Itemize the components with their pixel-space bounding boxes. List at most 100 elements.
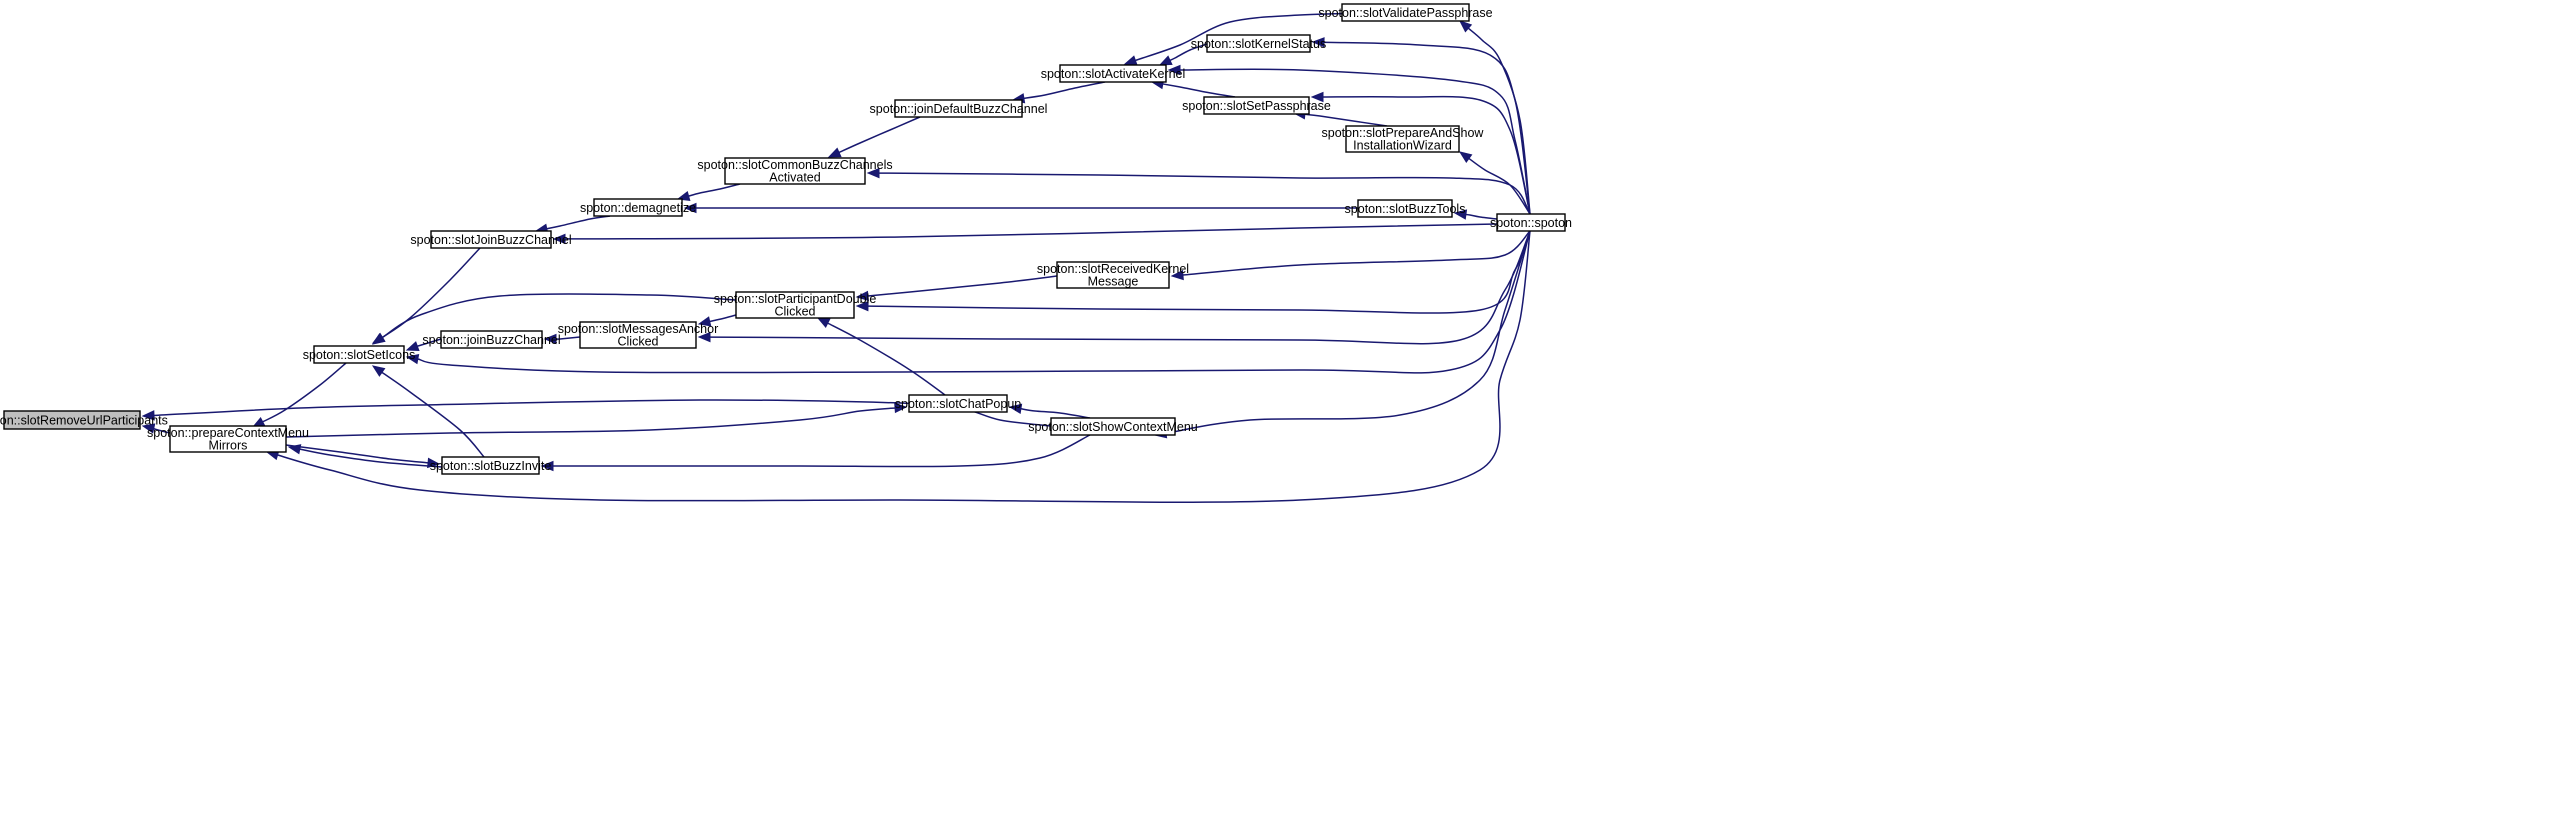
edge-spoton-to-prepareCtx [265, 230, 1531, 503]
edge-activateKernel-to-joinDefault [1011, 81, 1106, 104]
arrowhead [827, 147, 842, 158]
node-box [1357, 199, 1453, 218]
edge-line [688, 183, 741, 197]
node-label: InstallationWizard [1353, 139, 1452, 153]
edge-line [827, 322, 946, 396]
arrowhead [697, 331, 711, 343]
node-label: spoton::joinBuzzChannel [422, 333, 560, 347]
node-box [724, 157, 866, 185]
edge-setIcons-to-prepareCtx [251, 362, 347, 428]
node-chatPopup[interactable]: spoton::slotChatPopup [895, 394, 1022, 413]
edge-recvKernel-to-partDbl [855, 275, 1058, 302]
edge-line [555, 336, 581, 340]
node-box [1050, 417, 1176, 436]
arrowhead [1008, 403, 1023, 415]
arrowhead [816, 317, 831, 328]
node-joinBuzz[interactable]: spoton::slotJoinBuzzChannel [410, 230, 572, 249]
node-box [1496, 213, 1566, 232]
node-box [1206, 34, 1311, 53]
arrowhead [1158, 55, 1173, 66]
node-label: spoton::slotChatPopup [895, 397, 1022, 411]
edge-line [553, 434, 1091, 468]
edge-line [709, 314, 737, 323]
edge-buzzTools-to-demag [683, 202, 1359, 214]
node-label: spoton::slotValidatePassphrase [1318, 6, 1492, 20]
arrowhead [1458, 20, 1473, 33]
edge-showCtx-to-removeUrl [141, 399, 1052, 427]
arrowhead [1167, 64, 1181, 76]
node-activateKernel[interactable]: spoton::slotActivateKernel [1041, 64, 1186, 83]
graph-edges [141, 12, 1531, 503]
node-box [894, 99, 1023, 118]
arrowhead [427, 457, 441, 469]
edge-kernelStatus-to-activateKernel [1158, 43, 1208, 66]
node-label: spoton::slotMessagesAnchor [558, 322, 719, 336]
node-label: spoton::slotReceivedKernel [1037, 262, 1189, 276]
node-box [441, 456, 540, 475]
arrowhead [1170, 269, 1184, 281]
edge-line [867, 230, 1531, 314]
edge-spoton-to-buzzTools [1453, 209, 1498, 220]
node-setPass[interactable]: spoton::slotSetPassphrase [1182, 96, 1331, 115]
node-prepareShow[interactable]: spoton::slotPrepareAndShowInstallationWi… [1322, 125, 1485, 153]
arrowhead [1311, 37, 1325, 48]
edge-line [1020, 407, 1091, 419]
node-spoton[interactable]: spoton::spoton [1490, 213, 1572, 232]
edge-line [1182, 230, 1531, 276]
edge-line [1162, 83, 1236, 98]
node-validatePass[interactable]: spoton::slotValidatePassphrase [1318, 3, 1493, 22]
arrowhead [1123, 55, 1138, 66]
edge-line [1179, 68, 1531, 215]
node-box [440, 330, 543, 349]
edge-spoton-to-joinBuzz [552, 223, 1498, 245]
node-kernelStatus[interactable]: spoton::slotKernelStatus [1191, 34, 1327, 53]
node-box [1056, 261, 1170, 289]
arrowhead [855, 300, 869, 312]
edge-line [285, 444, 429, 464]
node-box [169, 425, 287, 453]
edge-line [1304, 113, 1388, 127]
node-setIcons[interactable]: spoton::slotSetIcons [303, 345, 416, 364]
edge-line [564, 223, 1498, 240]
edge-line [838, 116, 921, 154]
node-label: Message [1088, 275, 1139, 289]
node-buzzTools[interactable]: spoton::slotBuzzTools [1345, 199, 1466, 218]
edge-line [381, 247, 481, 339]
arrowhead [1453, 209, 1468, 220]
edge-showCtx-to-chatPopup [1008, 403, 1091, 419]
edge-spoton-to-setIcons [405, 230, 1531, 374]
edge-prepareCtx-to-buzzInvite [285, 444, 441, 469]
edge-line [262, 362, 347, 423]
arrowhead [697, 316, 712, 327]
edge-joinBuzzCh-to-setIcons [405, 338, 442, 352]
node-joinBuzzCh[interactable]: spoton::joinBuzzChannel [422, 330, 561, 349]
edge-spoton-to-setPass [1310, 91, 1531, 215]
node-showCtx[interactable]: spoton::slotShowContextMenu [1028, 417, 1198, 436]
node-label: spoton::spoton [1490, 216, 1572, 230]
arrowhead [866, 167, 880, 179]
edge-line [546, 215, 611, 230]
node-label: Mirrors [209, 439, 248, 453]
edge-line [1465, 213, 1498, 220]
arrowhead [141, 410, 155, 421]
edge-spoton-to-kernelStatus [1311, 37, 1531, 215]
arrowhead [1310, 91, 1324, 103]
node-joinDefault[interactable]: spoton::joinDefaultBuzzChannel [870, 99, 1048, 118]
node-removeUrl[interactable]: spoton::slotRemoveUrlParticipants [0, 410, 168, 430]
edge-spoton-to-activateKernel [1167, 64, 1531, 215]
edge-spoton-to-validatePass [1458, 20, 1531, 215]
edge-msgAnchor-to-joinBuzzCh [543, 333, 581, 345]
node-label: spoton::slotSetPassphrase [1182, 99, 1331, 113]
arrowhead [855, 290, 869, 302]
edge-spoton-to-partDbl [855, 230, 1531, 314]
node-demag[interactable]: spoton::demagnetize [580, 198, 696, 217]
edge-joinDefault-to-commonBuzz [827, 116, 921, 158]
node-buzzInvite[interactable]: spoton::slotBuzzInvite [430, 456, 552, 475]
node-label: spoton::slotShowContextMenu [1028, 420, 1198, 434]
arrowhead [894, 402, 908, 414]
